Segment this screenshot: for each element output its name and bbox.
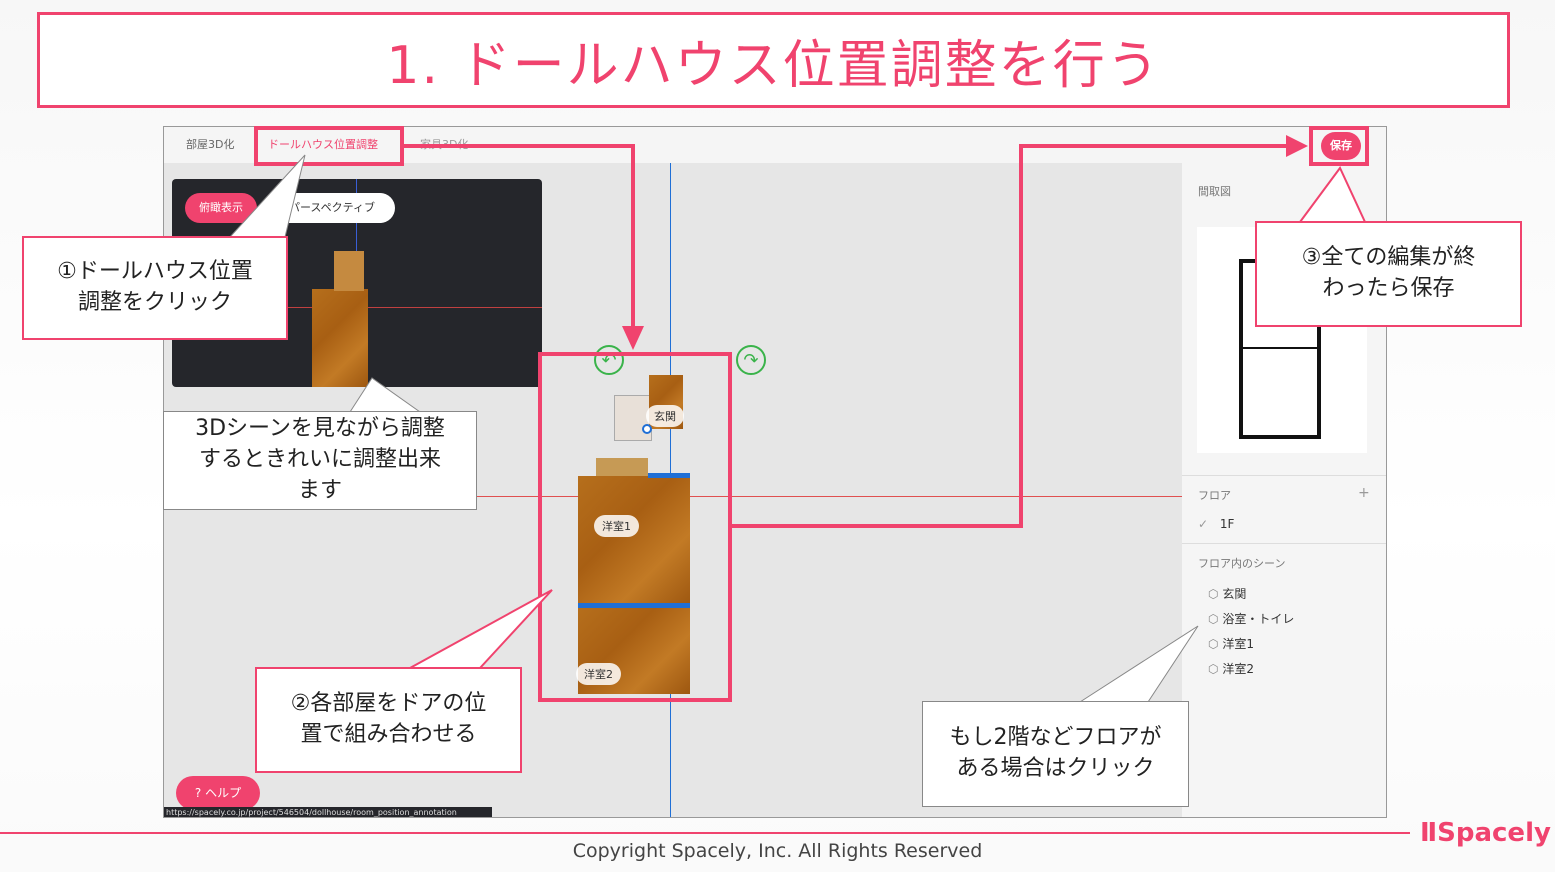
url-status-bar: https://spacely.co.jp/project/546504/dol… <box>164 807 492 817</box>
door-handle-entrance[interactable] <box>642 424 652 434</box>
add-floor-button[interactable]: + <box>1358 485 1370 501</box>
cube-icon: ⬡ <box>1208 587 1219 601</box>
cube-icon: ⬡ <box>1208 662 1219 676</box>
panel-divider-2 <box>1182 543 1386 544</box>
scene-item-entrance[interactable]: ⬡ 玄関 <box>1208 585 1246 602</box>
tab-room-3d[interactable]: 部屋3D化 <box>186 138 235 151</box>
floorplan-label: 間取図 <box>1198 185 1231 198</box>
callout-step2: ②各部屋をドアの位 置で組み合わせる <box>255 667 522 773</box>
help-button[interactable]: ? ヘルプ <box>176 776 260 810</box>
callout-floor-tip: もし2階などフロアが ある場合はクリック <box>922 701 1189 807</box>
scene-item-bathroom[interactable]: ⬡ 浴室・トイレ <box>1208 610 1294 627</box>
floor-label: フロア <box>1198 489 1231 502</box>
scenes-label: フロア内のシーン <box>1198 557 1286 570</box>
scene-item-western-2[interactable]: ⬡ 洋室2 <box>1208 660 1254 677</box>
scene-item-western-1[interactable]: ⬡ 洋室1 <box>1208 635 1254 652</box>
door-connector-2[interactable] <box>578 603 690 608</box>
room-label-western-1: 洋室1 <box>594 515 639 537</box>
slide-title: 1. ドールハウス位置調整を行う <box>386 35 1161 96</box>
help-label: ヘルプ <box>205 786 242 800</box>
floor-item-1f[interactable]: ✓ 1F <box>1198 517 1234 531</box>
scene-label: 玄関 <box>1222 587 1247 601</box>
callout-step1: ①ドールハウス位置 調整をクリック <box>22 236 288 340</box>
check-icon: ✓ <box>1198 517 1209 531</box>
brand-name: Spacely <box>1437 818 1551 848</box>
footer-line <box>0 832 1410 834</box>
tab-dollhouse-position[interactable]: ドールハウス位置調整 <box>268 138 378 151</box>
preview-dollhouse-model <box>312 289 368 387</box>
tab-highlight <box>254 126 404 166</box>
save-button[interactable]: 保存 <box>1321 132 1361 160</box>
western-room-1[interactable] <box>578 476 690 606</box>
room-label-entrance: 玄関 <box>646 405 684 427</box>
callout-scene-tip: 3Dシーンを見ながら調整 するときれいに調整出来 ます <box>163 411 477 510</box>
overhead-view-button[interactable]: 俯瞰表示 <box>185 193 257 223</box>
brand-logo: ⅡSpacely <box>1420 818 1551 848</box>
scene-label: 浴室・トイレ <box>1222 612 1295 626</box>
cube-icon: ⬡ <box>1208 637 1219 651</box>
rooms-highlight <box>538 352 732 702</box>
scene-label: 洋室1 <box>1222 637 1254 651</box>
pillar-icon: Ⅱ <box>1420 818 1438 848</box>
slide-title-box: 1. ドールハウス位置調整を行う <box>37 12 1510 108</box>
cube-icon: ⬡ <box>1208 612 1219 626</box>
scene-label: 洋室2 <box>1222 662 1254 676</box>
door-connector-1[interactable] <box>648 473 690 478</box>
panel-divider-1 <box>1182 475 1386 476</box>
room-label-western-2: 洋室2 <box>576 663 621 685</box>
save-highlight <box>1309 126 1369 166</box>
copyright: Copyright Spacely, Inc. All Rights Reser… <box>572 840 983 862</box>
hallway-room[interactable] <box>596 458 648 476</box>
help-icon: ? <box>194 786 202 800</box>
floor-item-label: 1F <box>1219 517 1235 531</box>
preview-entrance-model <box>334 251 364 291</box>
floorplan-partition <box>1239 347 1321 349</box>
rotate-right-icon[interactable]: ↷ <box>736 345 766 375</box>
callout-step3: ③全ての編集が終 わったら保存 <box>1255 221 1522 327</box>
